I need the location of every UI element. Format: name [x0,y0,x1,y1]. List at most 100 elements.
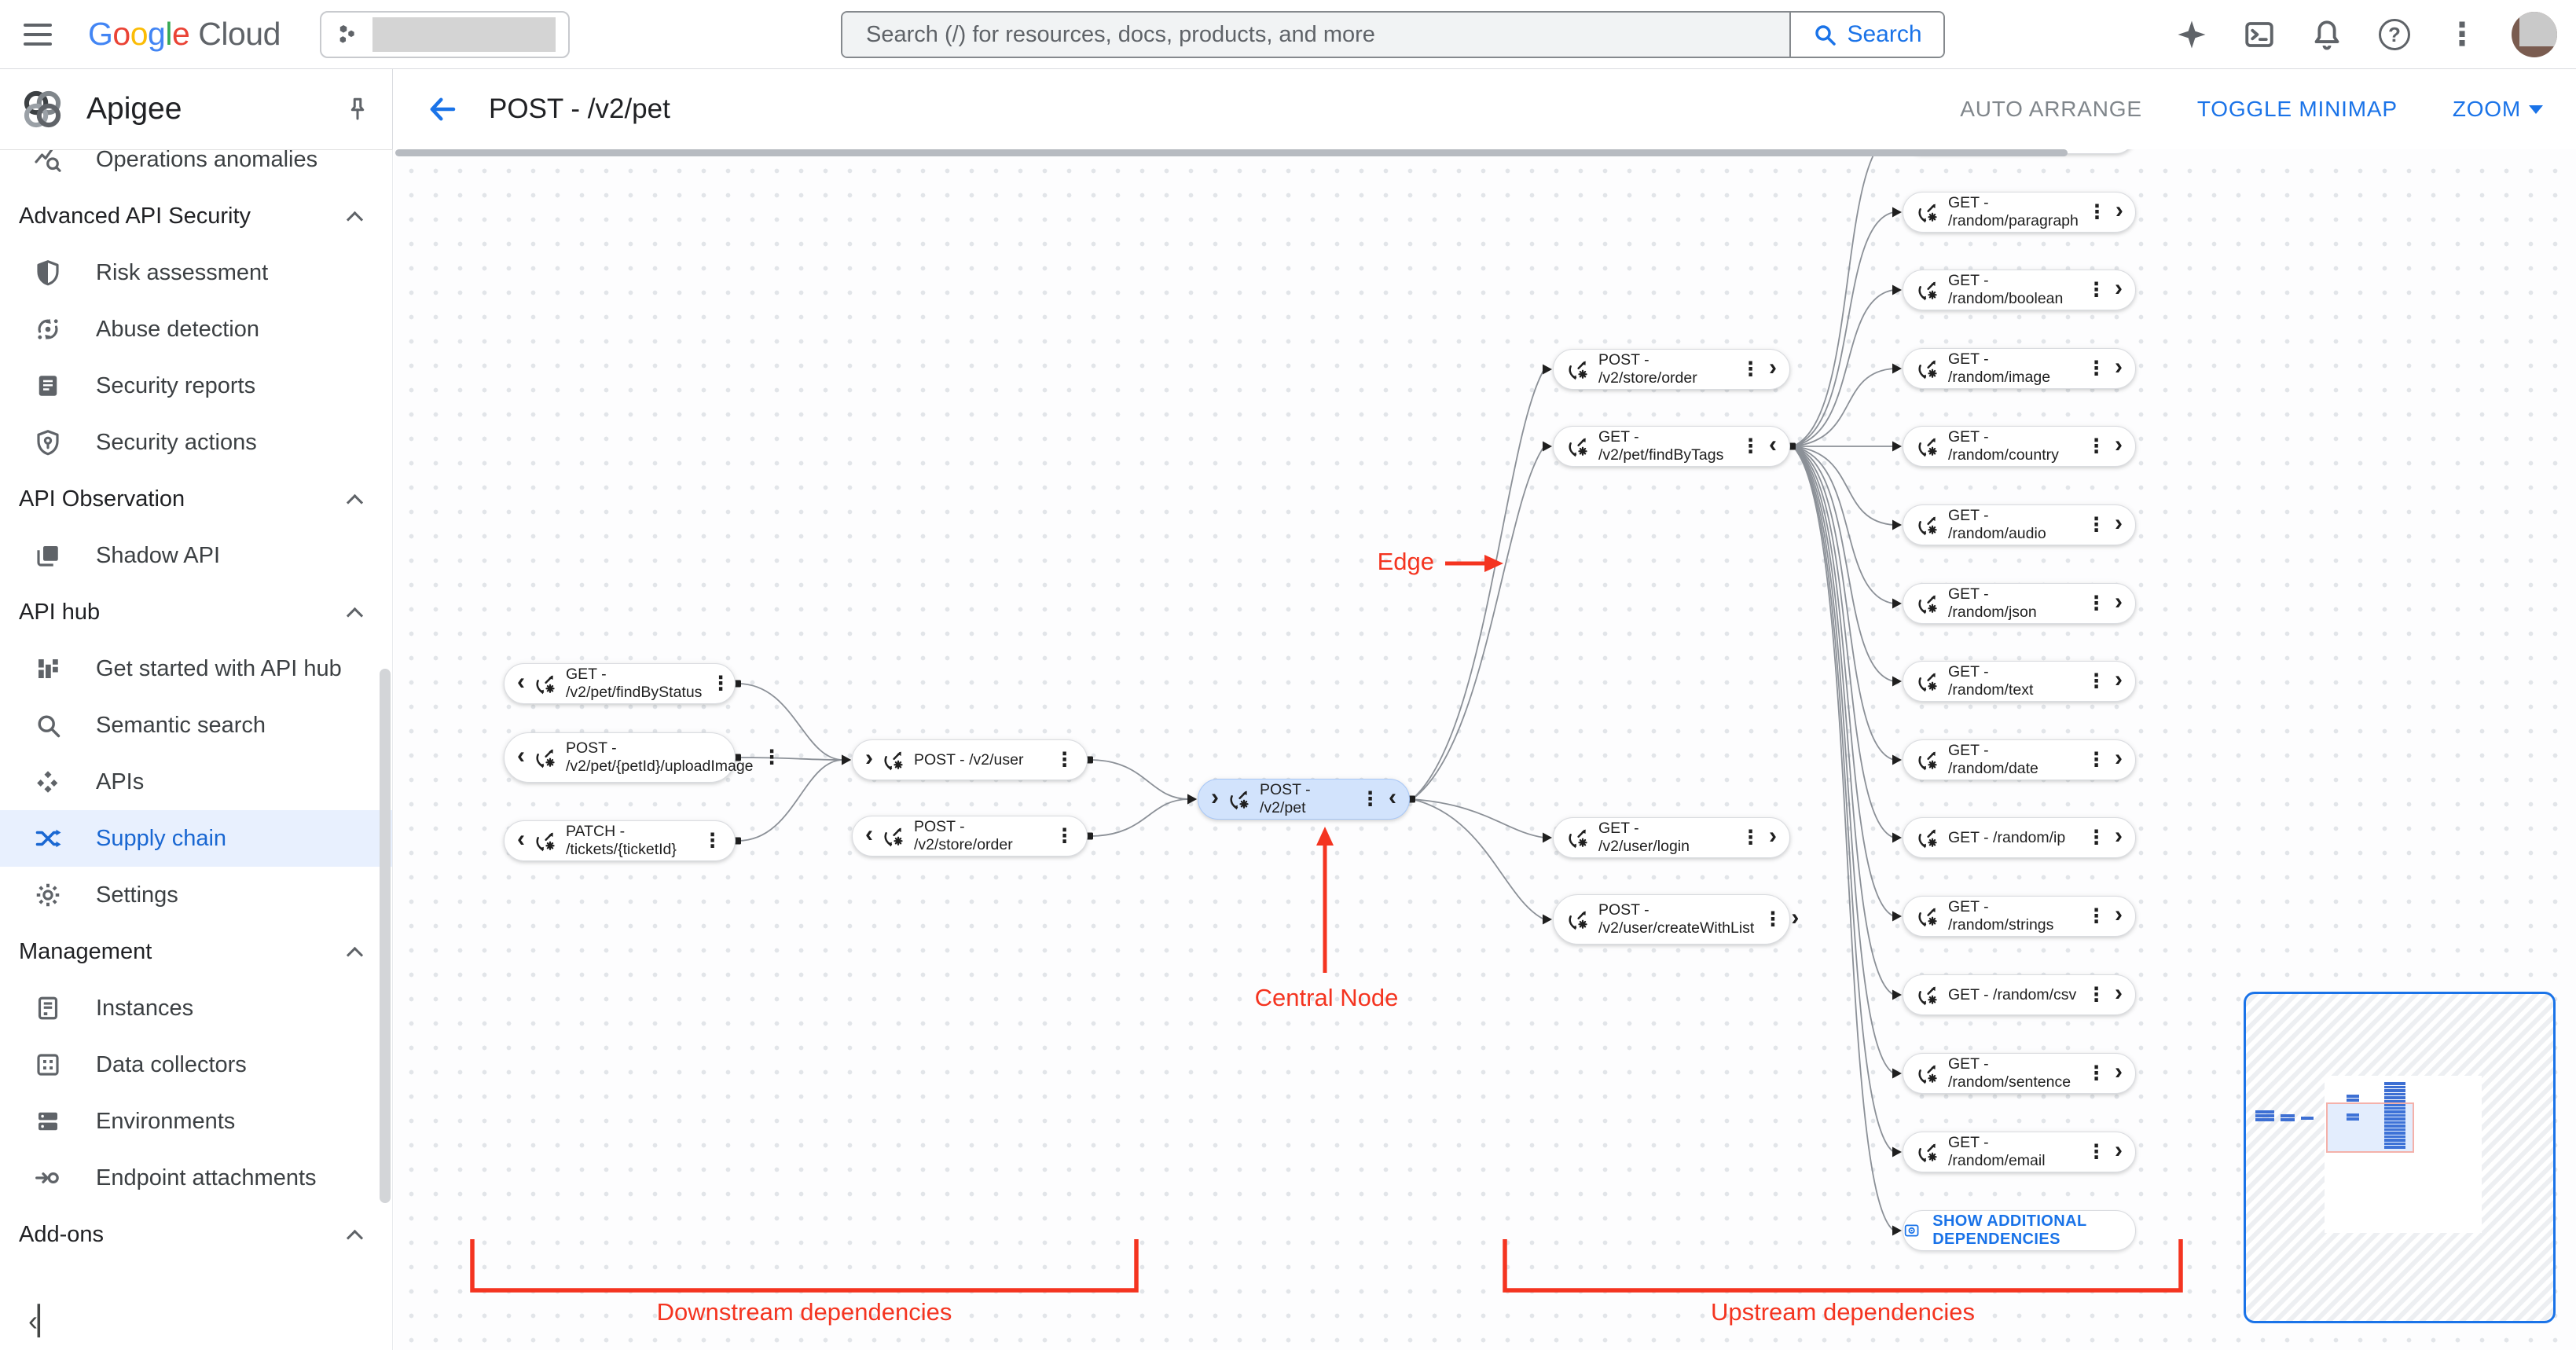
supply-chain-canvas[interactable]: ‹ GET - /v2/pet/findByStatus ⋮ ‹ [394,149,2576,1350]
graph-node-ip[interactable]: GET - /random/ip ⋮ › [1903,817,2136,858]
more-options-icon[interactable]: ⋮ [1360,787,1380,810]
expand-chevron-icon[interactable]: ‹ [1769,431,1777,457]
more-options-icon[interactable]: ⋮ [2086,826,2106,849]
graph-node-login[interactable]: GET - /v2/user/login ⋮ › [1553,817,1790,858]
more-options-icon[interactable]: ⋮ [1741,358,1760,380]
sidebar-item-endpoint-attachments[interactable]: Endpoint attachments [0,1150,392,1206]
sidebar-section-add-ons[interactable]: Add-ons [0,1206,392,1263]
minimap-viewport[interactable] [2326,1102,2414,1153]
more-options-icon[interactable]: ⋮ [2086,669,2106,692]
more-options-icon[interactable]: ⋮ [761,746,782,769]
graph-node-csv[interactable]: GET - /random/csv ⋮ › [1903,974,2136,1015]
graph-node-strings[interactable]: GET - /random/strings ⋮ › [1903,896,2136,937]
graph-node-boolean[interactable]: GET - /random/boolean ⋮ › [1903,270,2136,310]
more-options-icon[interactable]: ⋮ [2086,592,2106,614]
graph-node-sentence[interactable]: GET - /random/sentence ⋮ › [1903,1053,2136,1094]
graph-node-store_top[interactable]: POST - /v2/store/order ⋮ › [1553,349,1790,390]
collapse-chevron-icon[interactable]: ‹ [517,669,525,695]
graph-node-store_mid[interactable]: ‹ POST - /v2/store/order ⋮ [852,816,1088,857]
graph-node-ds1[interactable]: ‹ GET - /v2/pet/findByStatus ⋮ [504,663,736,704]
collapse-chevron-icon[interactable]: ‹ [865,821,873,847]
more-options-icon[interactable]: ⋮ [2086,1062,2106,1084]
notifications-icon[interactable] [2309,17,2345,53]
graph-node-json[interactable]: GET - /random/json ⋮ › [1903,583,2136,624]
graph-node-createWithList[interactable]: POST - /v2/user/createWithList ⋮ › [1553,894,1799,945]
graph-node-user[interactable]: › POST - /v2/user ⋮ [852,739,1088,780]
graph-node-email[interactable]: GET - /random/email ⋮ › [1903,1132,2136,1172]
expand-chevron-icon[interactable]: › [2115,589,2123,614]
graph-node-central[interactable]: › POST - /v2/pet ⋮ ‹ [1198,779,1410,820]
more-options-icon[interactable]: ⋮ [2086,278,2106,301]
expand-chevron-icon[interactable]: › [2115,1058,2123,1084]
main-menu-icon[interactable] [24,23,52,46]
sidebar-item-semantic-search[interactable]: Semantic search [0,697,392,754]
more-options-icon[interactable]: ⋮ [2086,904,2106,927]
collapse-sidebar-icon[interactable]: ‹▏ [28,1304,60,1337]
auto-arrange-button[interactable]: AUTO ARRANGE [1960,97,2142,121]
expand-chevron-icon[interactable]: ‹ [1389,784,1396,810]
avatar[interactable] [2512,12,2557,57]
collapse-chevron-icon[interactable]: ‹ [517,826,525,852]
horizontal-scrollbar[interactable] [395,149,2068,156]
more-options-icon[interactable]: ⋮ [710,672,731,695]
expand-chevron-icon[interactable]: › [2115,197,2123,223]
sidebar-item-get-started-with-api-hub[interactable]: Get started with API hub [0,640,392,697]
expand-chevron-icon[interactable]: › [2115,980,2123,1006]
sidebar-section-management[interactable]: Management [0,923,392,980]
sidebar-item-abuse-detection[interactable]: Abuse detection [0,301,392,358]
minimap[interactable] [2244,992,2556,1323]
more-icon[interactable]: ⋮ [2446,17,2478,52]
graph-node-paragraph[interactable]: GET - /random/paragraph ⋮ › [1903,192,2136,233]
expand-chevron-icon[interactable]: › [2115,354,2123,380]
sidebar-item-security-reports[interactable]: Security reports [0,358,392,414]
sidebar-section-api-hub[interactable]: API hub [0,584,392,640]
more-options-icon[interactable]: ⋮ [1055,748,1074,771]
project-selector[interactable] [319,10,570,58]
expand-chevron-icon[interactable]: › [2115,901,2123,927]
sidebar-item-supply-chain[interactable]: Supply chain [0,810,392,867]
search-input[interactable] [842,13,1789,57]
expand-chevron-icon[interactable]: › [1769,354,1777,380]
collapse-chevron-icon[interactable]: ‹ [517,743,525,769]
more-options-icon[interactable]: ⋮ [2086,357,2106,380]
sidebar-section-advanced-api-security[interactable]: Advanced API Security [0,188,392,244]
sidebar-section-api-observation[interactable]: API Observation [0,471,392,527]
show-additional-dependencies-button[interactable]: SHOW ADDITIONAL DEPENDENCIES [1903,1210,2136,1251]
pin-icon[interactable] [343,95,372,123]
more-options-icon[interactable]: ⋮ [1741,826,1760,849]
sidebar-item-data-collectors[interactable]: Data collectors [0,1036,392,1093]
graph-node-ds2[interactable]: ‹ POST - /v2/pet/{petId}/uploadImage ⋮ [504,732,782,783]
graph-node-ds3[interactable]: ‹ PATCH - /tickets/{ticketId} ⋮ [504,820,736,861]
more-options-icon[interactable]: ⋮ [2086,513,2106,536]
collapse-chevron-icon[interactable]: › [865,745,873,771]
expand-chevron-icon[interactable]: › [2115,1137,2123,1163]
more-options-icon[interactable]: ⋮ [2086,435,2106,457]
sidebar-item-instances[interactable]: Instances [0,980,392,1036]
collapse-chevron-icon[interactable]: › [1211,784,1219,810]
sidebar-item-operations-anomalies[interactable]: Operations anomalies [0,150,392,188]
more-options-icon[interactable]: ⋮ [2086,983,2106,1006]
expand-chevron-icon[interactable]: › [2115,823,2123,849]
sidebar-item-environments[interactable]: Environments [0,1093,392,1150]
gemini-icon[interactable] [2174,17,2210,53]
sidebar-scrollbar[interactable] [380,669,391,1203]
expand-chevron-icon[interactable]: › [2115,275,2123,301]
graph-node-findByTags[interactable]: GET - /v2/pet/findByTags ⋮ ‹ [1553,426,1790,467]
expand-chevron-icon[interactable]: › [2115,431,2123,457]
help-icon[interactable]: ? [2376,17,2413,53]
graph-node-audio[interactable]: GET - /random/audio ⋮ › [1903,504,2136,545]
search-button[interactable]: Search [1789,13,1943,57]
sidebar-item-settings[interactable]: Settings [0,867,392,923]
more-options-icon[interactable]: ⋮ [2086,748,2106,771]
sidebar-item-apis[interactable]: APIs [0,754,392,810]
expand-chevron-icon[interactable]: › [2115,510,2123,536]
cloud-shell-icon[interactable] [2241,17,2277,53]
sidebar-item-shadow-api[interactable]: Shadow API [0,527,392,584]
graph-node-country[interactable]: GET - /random/country ⋮ › [1903,426,2136,467]
more-options-icon[interactable]: ⋮ [2086,1140,2106,1163]
sidebar-item-security-actions[interactable]: Security actions [0,414,392,471]
expand-chevron-icon[interactable]: › [2115,666,2123,692]
google-cloud-logo[interactable]: Google Cloud [88,16,281,53]
graph-node-image[interactable]: GET - /random/image ⋮ › [1903,348,2136,389]
expand-chevron-icon[interactable]: › [2115,745,2123,771]
